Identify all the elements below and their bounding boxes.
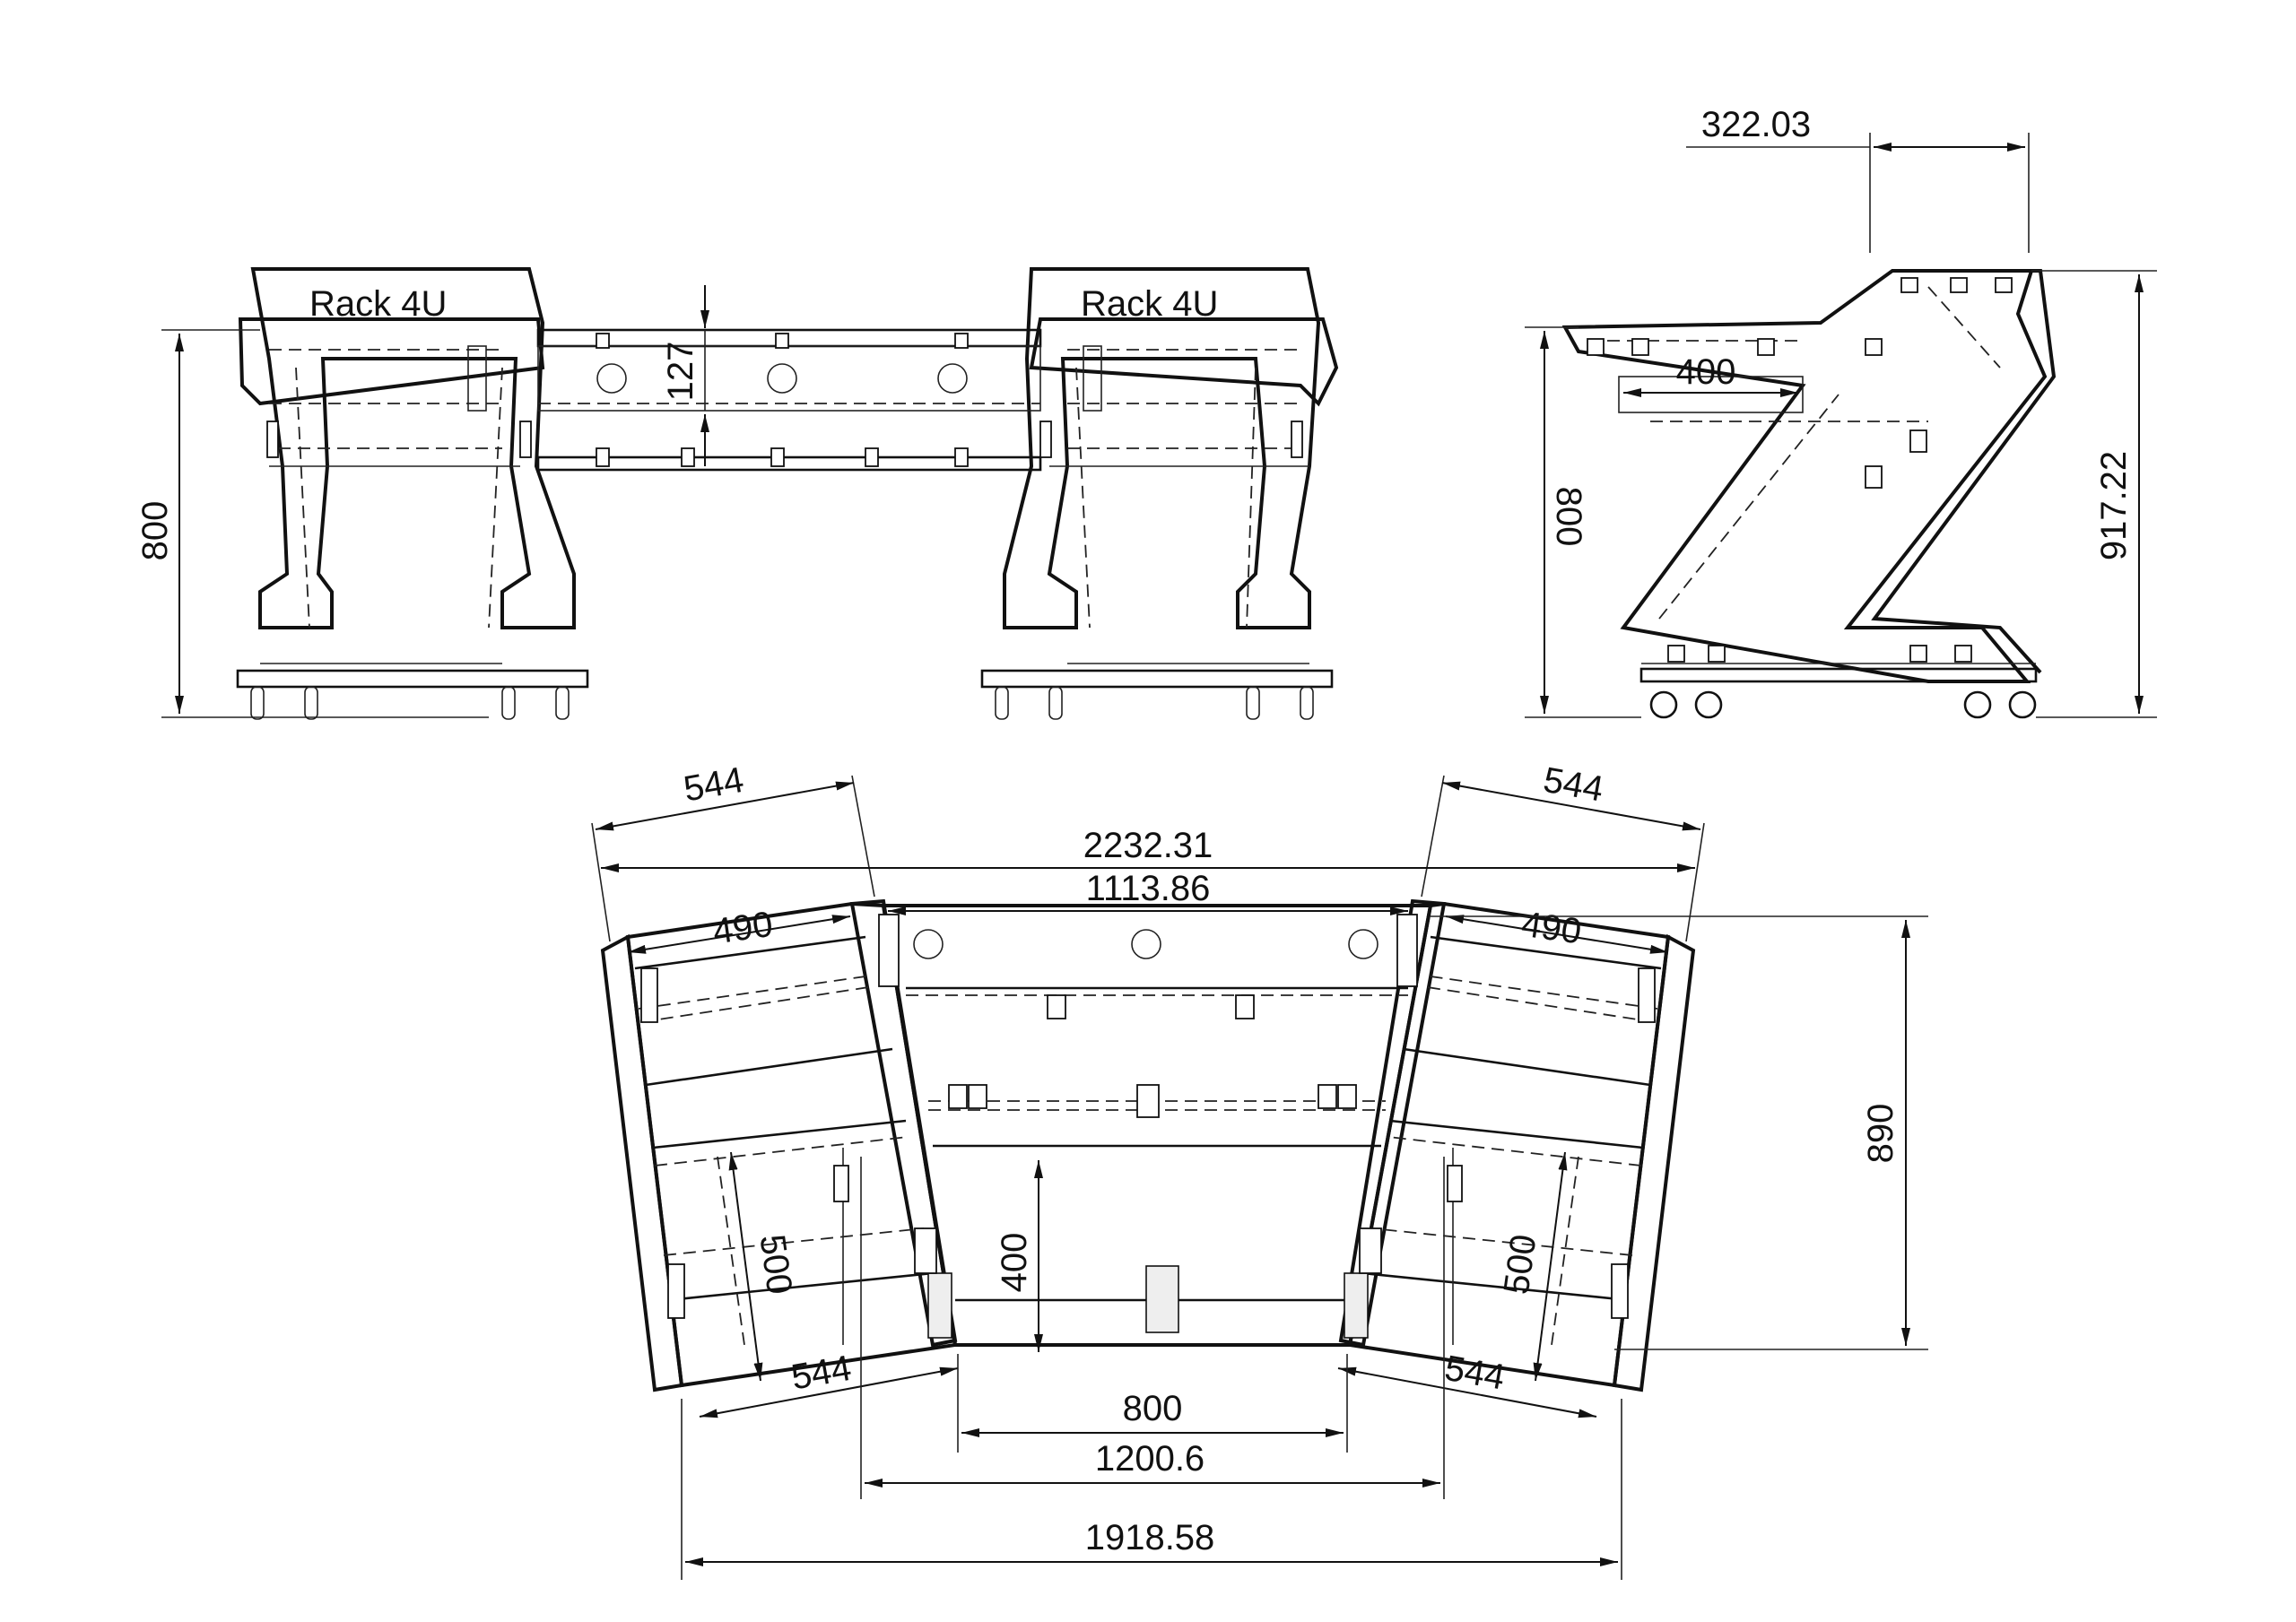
side-view: 322.03 400 800 917.22 (1525, 105, 2157, 719)
front-gap-dimension: 127 (661, 285, 709, 466)
dim-front-center: 800 (957, 1354, 1348, 1453)
front-gap-label: 127 (661, 342, 700, 402)
dim-wing-left: 544 (591, 760, 875, 942)
side-inner-height-dimension: 800 (1525, 326, 1641, 718)
side-top-dimension: 322.03 (1686, 105, 2030, 253)
dim-inner-right-label: 490 (1519, 905, 1584, 952)
top-view-hardware (640, 914, 1656, 1319)
side-depth-dimension: 400 (1623, 352, 1798, 397)
left-rack-module (236, 267, 589, 689)
dim-wing-right: 544 (1421, 760, 1705, 942)
dim-front-right: 544 (1337, 1349, 1597, 1418)
side-hardware (1587, 277, 2013, 663)
dim-front-left: 544 (699, 1349, 959, 1418)
dim-inner-left: 490 (627, 905, 851, 954)
side-total-height-dimension: 917.22 (2031, 270, 2157, 718)
dim-front-total: 1918.58 (681, 1399, 1622, 1580)
dim-center-depth: 400 (995, 1160, 1043, 1352)
right-rack-module (980, 267, 1339, 689)
front-view-brackets (266, 333, 1303, 467)
dim-side-left-label: 500 (752, 1232, 799, 1297)
dim-front-inner-label: 1200.6 (1095, 1439, 1205, 1479)
front-height-dimension: 800 (135, 329, 489, 718)
side-inner-height-label: 800 (1549, 487, 1588, 547)
dim-center-width-label: 1113.86 (1086, 869, 1211, 908)
front-height-label: 800 (135, 501, 175, 561)
side-depth-label: 400 (1676, 352, 1736, 392)
dim-overall-width: 2232.31 (601, 826, 1695, 872)
dim-side-left: 500 (728, 1151, 799, 1382)
dim-front-inner: 1200.6 (860, 1157, 1445, 1499)
dim-depth-total-label: 890 (1861, 1104, 1900, 1164)
side-casters (1649, 690, 2037, 719)
front-view: Rack 4U Rack 4U 800 127 (135, 267, 1339, 720)
top-left-wing (600, 898, 958, 1392)
front-view-feet (250, 686, 1314, 720)
dim-center-width: 1113.86 (888, 869, 1408, 915)
side-top-label: 322.03 (1701, 105, 1811, 144)
rack-left-label: Rack 4U (309, 284, 447, 324)
dim-center-depth-label: 400 (995, 1233, 1034, 1293)
top-view: 544 544 2232.31 1113.86 490 490 (591, 760, 1928, 1580)
dim-side-right-label: 500 (1497, 1232, 1544, 1297)
dim-wing-left-label: 544 (681, 760, 746, 810)
dim-inner-right: 490 (1445, 905, 1669, 954)
dim-depth-total: 890 (1431, 915, 1928, 1350)
dim-inner-left-label: 490 (710, 905, 775, 952)
dim-front-total-label: 1918.58 (1085, 1518, 1215, 1557)
side-total-height-label: 917.22 (2094, 451, 2134, 560)
dim-side-right: 500 (1497, 1151, 1568, 1382)
dim-front-center-label: 800 (1123, 1389, 1183, 1428)
rack-right-label: Rack 4U (1081, 284, 1218, 324)
dim-overall-width-label: 2232.31 (1083, 826, 1213, 865)
side-frame (1561, 269, 2057, 683)
center-desk-front (467, 328, 1102, 472)
